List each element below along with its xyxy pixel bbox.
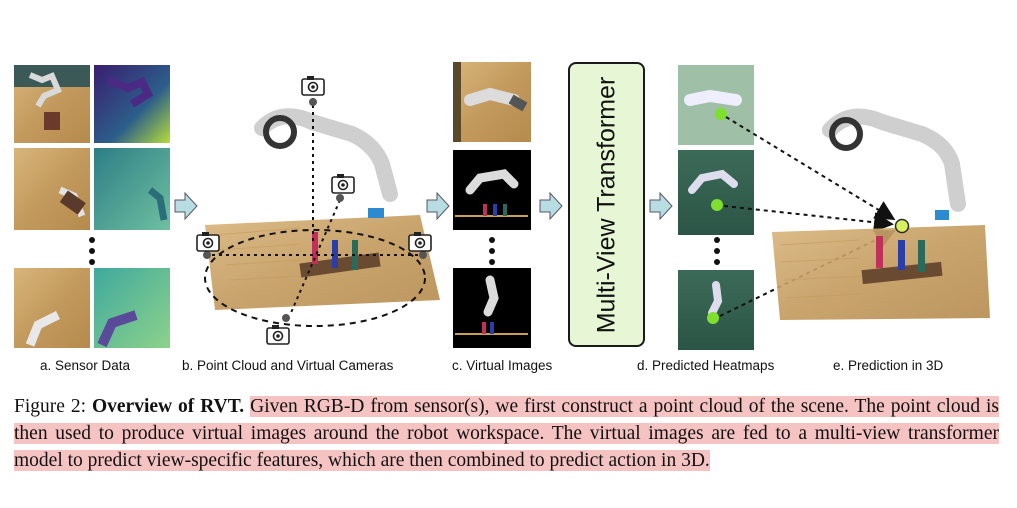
heatmap-dot-icon	[707, 312, 719, 324]
camera-icon	[301, 75, 325, 96]
heatmap-dot-icon	[715, 108, 727, 120]
flow-arrow-icon	[649, 192, 673, 220]
virtual-images	[453, 62, 531, 348]
panel-d-label: d. Predicted Heatmaps	[637, 358, 775, 373]
figure-2-illustration	[14, 62, 990, 350]
caption-body: Given RGB-D from sensor(s), we first con…	[14, 396, 1000, 471]
rgb-image-2	[14, 148, 90, 230]
camera-icon	[331, 173, 355, 194]
flow-arrow-icon	[174, 192, 198, 220]
heatmap-dot-icon	[711, 199, 723, 211]
flow-arrow-icon	[539, 192, 563, 220]
camera-icon	[196, 231, 220, 252]
figure-number: Figure 2:	[14, 396, 87, 417]
panel-b-label: b. Point Cloud and Virtual Cameras	[182, 358, 394, 373]
depth-image-2	[94, 148, 170, 230]
prediction-3d-point	[894, 218, 910, 234]
figure-title: Overview of RVT.	[91, 396, 245, 417]
camera-icon	[266, 324, 290, 345]
predicted-heatmaps	[678, 65, 754, 350]
figure-caption: Figure 2: Overview of RVT. Given RGB-D f…	[14, 393, 1000, 474]
multi-view-transformer-box: Multi-View Transformer	[568, 62, 645, 347]
sensor-data-grid	[14, 65, 170, 348]
panel-c-label: c. Virtual Images	[452, 358, 553, 373]
camera-icon	[408, 231, 432, 252]
multi-view-transformer-label: Multi-View Transformer	[592, 76, 620, 333]
flow-arrow-icon	[426, 192, 450, 220]
panel-e-label: e. Prediction in 3D	[833, 358, 944, 373]
point-cloud-scene	[203, 98, 440, 327]
rgb-image-3	[14, 268, 90, 348]
panel-a-label: a. Sensor Data	[40, 358, 131, 373]
prediction-3d-scene	[772, 108, 990, 320]
